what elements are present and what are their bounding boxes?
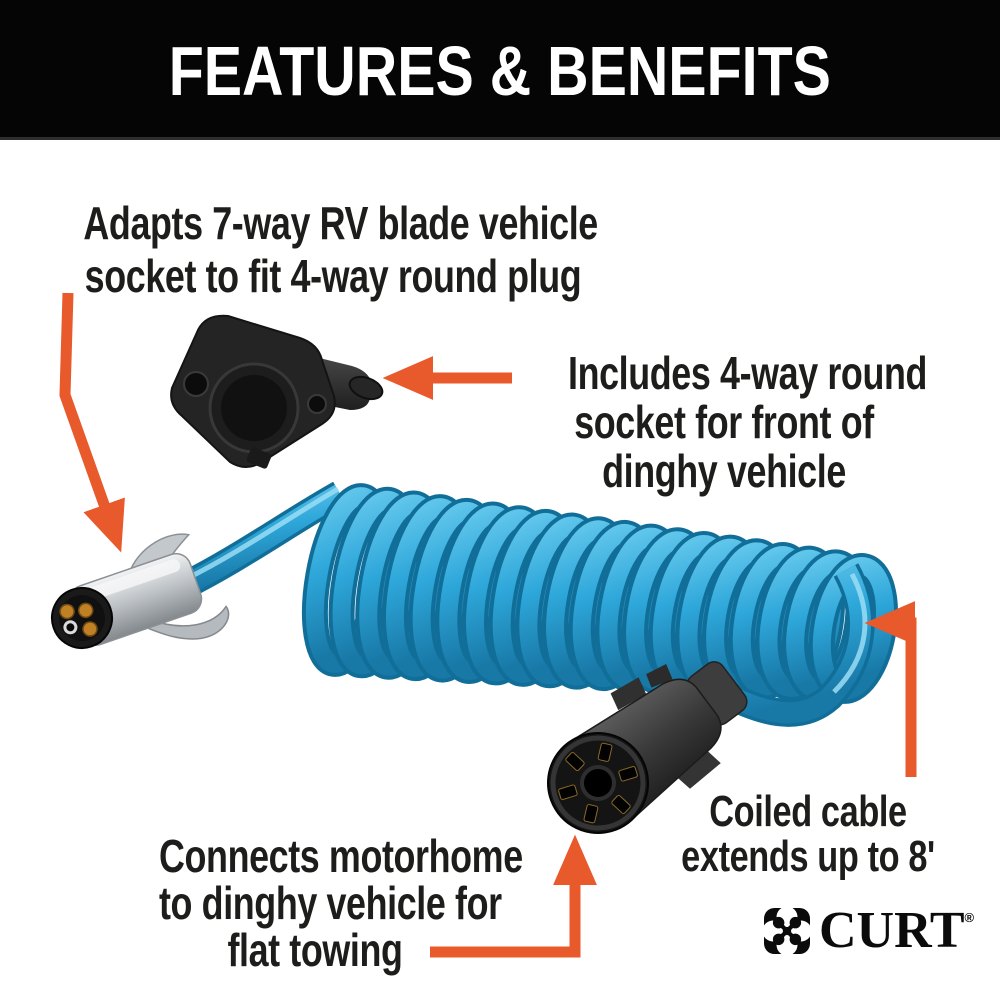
callout-round-socket: Includes 4-way round socket for front of…: [568, 347, 928, 497]
arrow-to-coil: [864, 601, 917, 777]
callout-flat-towing: Connects motorhome to dinghy vehicle for…: [159, 830, 523, 976]
header-bar: FEATURES & BENEFITS: [0, 0, 1000, 140]
cable-exit-section: [719, 563, 875, 727]
callout-line: dinghy vehicle: [602, 445, 846, 497]
callout-adapter: Adapts 7-way RV blade vehicle socket to …: [83, 197, 598, 303]
callout-line: socket to fit 4-way round plug: [84, 250, 582, 302]
seven-way-plug-image: [547, 661, 748, 834]
callout-line: to dinghy vehicle for: [159, 877, 502, 929]
arrow-to-round-plug: [59, 292, 125, 553]
arrow-to-seven-way: [430, 834, 597, 958]
page-title: FEATURES & BENEFITS: [168, 31, 832, 110]
callout-arrows: [59, 292, 917, 958]
callout-line: socket for front of: [574, 396, 874, 448]
blade-slots: [558, 742, 638, 824]
callout-line: Connects motorhome: [159, 830, 523, 882]
curt-logo: CURT ®: [764, 902, 975, 959]
callout-line: flat towing: [227, 924, 403, 976]
curt-quatrefoil-icon: [764, 908, 810, 954]
coiled-cable-image: [301, 483, 898, 704]
cable-straight-section: [179, 481, 347, 598]
four-way-round-plug-image: [51, 533, 230, 649]
brass-pins: [59, 602, 98, 637]
four-way-round-socket-image: [170, 314, 384, 469]
callout-coiled-cable: Coiled cable extends up to 8': [652, 789, 964, 879]
callout-line: Coiled cable: [709, 787, 907, 836]
callout-line: Adapts 7-way RV blade vehicle: [83, 197, 598, 249]
curt-wordmark: CURT: [819, 902, 965, 959]
registered-trademark-symbol: ®: [964, 910, 975, 925]
callout-line: Includes 4-way round: [568, 347, 928, 399]
callout-line: extends up to 8': [681, 832, 935, 881]
